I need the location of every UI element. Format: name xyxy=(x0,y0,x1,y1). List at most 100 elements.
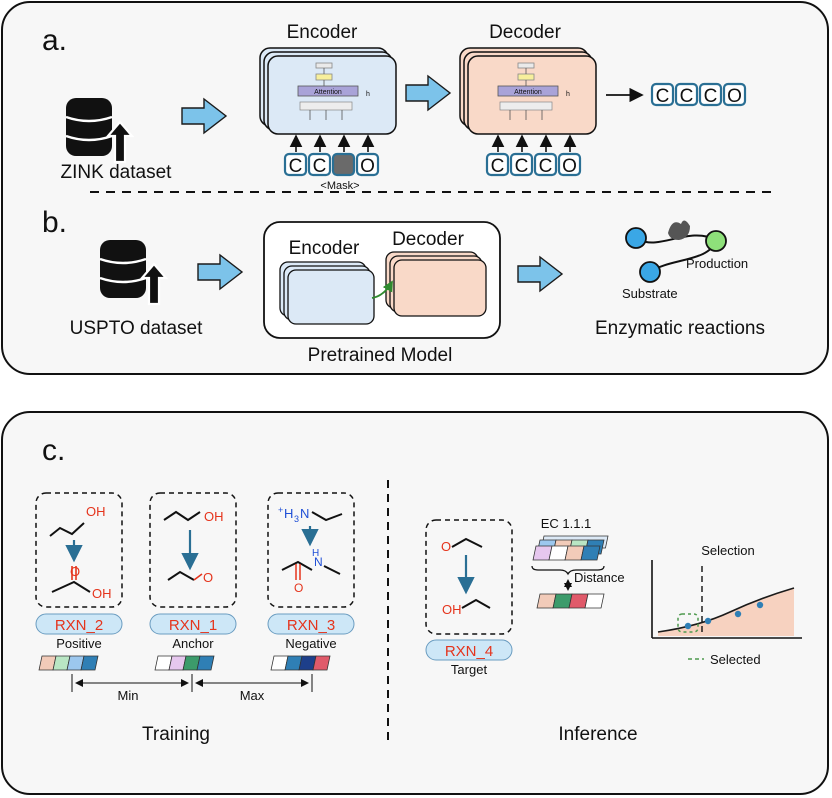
inference-label: Inference xyxy=(558,724,637,745)
embedding-anchor xyxy=(154,655,215,671)
zink-dataset-label: ZINK dataset xyxy=(61,162,173,183)
decoder-head-label: h xyxy=(566,91,570,98)
embedding-negative xyxy=(270,655,331,671)
mask-label: <Mask> xyxy=(320,180,359,192)
negative-amide-n: N xyxy=(314,555,323,569)
substrate-label: Substrate xyxy=(622,286,678,301)
output-token-3: C xyxy=(698,82,723,107)
target-label: Target xyxy=(451,662,488,677)
panel-c-frame xyxy=(1,411,829,795)
encoder-token-1: C xyxy=(283,152,308,177)
negative-plus-sign: + xyxy=(278,505,283,515)
encoder-token-2-label: C xyxy=(313,156,327,177)
rxn-2-label: RXN_2 xyxy=(55,617,103,634)
encoder-attention xyxy=(297,85,359,97)
reaction-card-target: O OH xyxy=(425,519,513,635)
distance-label: Distance xyxy=(574,570,625,585)
enzymatic-reactions-label: Enzymatic reactions xyxy=(595,318,765,339)
output-token-1: C xyxy=(650,82,675,107)
negative-product-o: O xyxy=(294,581,303,595)
selection-plot xyxy=(651,560,802,639)
output-token-2: C xyxy=(674,82,699,107)
pretrained-encoder-block xyxy=(287,269,375,325)
target-product-ho: OH xyxy=(442,602,462,617)
encoder-head-label: h xyxy=(366,91,370,98)
negative-amide-h: H xyxy=(312,548,319,559)
selected-region xyxy=(677,613,699,633)
anchor-product-o: O xyxy=(203,570,213,585)
encoder-to-decoder-link xyxy=(371,280,393,299)
rxn-3-pill xyxy=(267,613,355,635)
selected-label: Selected xyxy=(710,652,761,667)
negative-h: H xyxy=(284,506,293,521)
decoder-token-3-label: C xyxy=(539,156,553,177)
negative-h-subscript: 3 xyxy=(294,514,299,524)
pretrained-decoder-label: Decoder xyxy=(392,229,464,250)
positive-label: Positive xyxy=(56,636,102,651)
reaction-card-positive: OH O OH xyxy=(35,492,123,608)
output-token-2-label: C xyxy=(680,86,694,107)
max-label: Max xyxy=(240,688,265,703)
selection-point xyxy=(684,622,692,630)
selection-curve xyxy=(657,587,795,633)
panel-a-label: a. xyxy=(42,24,67,57)
output-token-4-label: O xyxy=(727,86,742,107)
ec-embedding-stack xyxy=(532,535,609,561)
selection-point xyxy=(734,610,742,618)
reaction-card-anchor: OH O xyxy=(149,492,237,608)
pretrained-encoder-label: Encoder xyxy=(289,238,360,259)
rxn-4-label: RXN_4 xyxy=(445,643,493,660)
negative-label: Negative xyxy=(285,636,336,651)
output-token-3-label: C xyxy=(704,86,718,107)
encoder-token-1-label: C xyxy=(289,156,303,177)
encoder-ffn xyxy=(315,73,333,81)
target-embedding xyxy=(536,593,605,609)
rxn-1-pill xyxy=(149,613,237,635)
ec-label: EC 1.1.1 xyxy=(541,516,592,531)
enzyme-icon xyxy=(668,220,690,240)
uspto-dataset-label: USPTO dataset xyxy=(70,318,203,339)
decoder-token-1-label: C xyxy=(491,156,505,177)
positive-product-o: O xyxy=(70,564,80,579)
decoder-title: Decoder xyxy=(489,22,561,43)
decoder-token-2: C xyxy=(509,152,534,177)
encoder-qkv xyxy=(299,101,353,111)
encoder-attention-label: Attention xyxy=(314,89,342,96)
output-token-4: O xyxy=(722,82,747,107)
decoder-attention xyxy=(497,85,559,97)
selection-point xyxy=(756,601,764,609)
training-label: Training xyxy=(142,724,210,745)
rxn-4-pill xyxy=(425,639,513,661)
encoder-norm-top xyxy=(315,62,333,69)
encoder-token-4: O xyxy=(355,152,380,177)
decoder-token-4-label: O xyxy=(562,156,577,177)
encoder-token-4-label: O xyxy=(360,156,375,177)
selection-label: Selection xyxy=(701,543,754,558)
negative-n: N xyxy=(300,506,309,521)
decoder-attention-label: Attention xyxy=(514,89,542,96)
production-label: Production xyxy=(686,256,748,271)
reaction-card-negative: + H 3 N H N O xyxy=(267,492,355,608)
encoder-token-masked xyxy=(331,152,356,177)
positive-reactant-oh: OH xyxy=(86,504,106,519)
rxn-3-label: RXN_3 xyxy=(287,617,335,634)
decoder-token-4: O xyxy=(557,152,582,177)
anchor-label: Anchor xyxy=(172,636,214,651)
min-label: Min xyxy=(118,688,139,703)
rxn-2-pill xyxy=(35,613,123,635)
output-token-1-label: C xyxy=(656,86,670,107)
embedding-positive xyxy=(38,655,99,671)
decoder-token-2-label: C xyxy=(515,156,529,177)
decoder-ffn xyxy=(517,73,535,81)
decoder-token-1: C xyxy=(485,152,510,177)
pretrained-decoder-block xyxy=(393,259,487,317)
pretrained-model-label: Pretrained Model xyxy=(308,345,453,366)
decoder-token-3: C xyxy=(533,152,558,177)
panel-c-label: c. xyxy=(42,434,65,467)
anchor-reactant-oh: OH xyxy=(204,509,224,524)
encoder-title: Encoder xyxy=(287,22,358,43)
encoder-token-2: C xyxy=(307,152,332,177)
selection-point xyxy=(704,617,712,625)
target-reactant-o: O xyxy=(441,539,451,554)
